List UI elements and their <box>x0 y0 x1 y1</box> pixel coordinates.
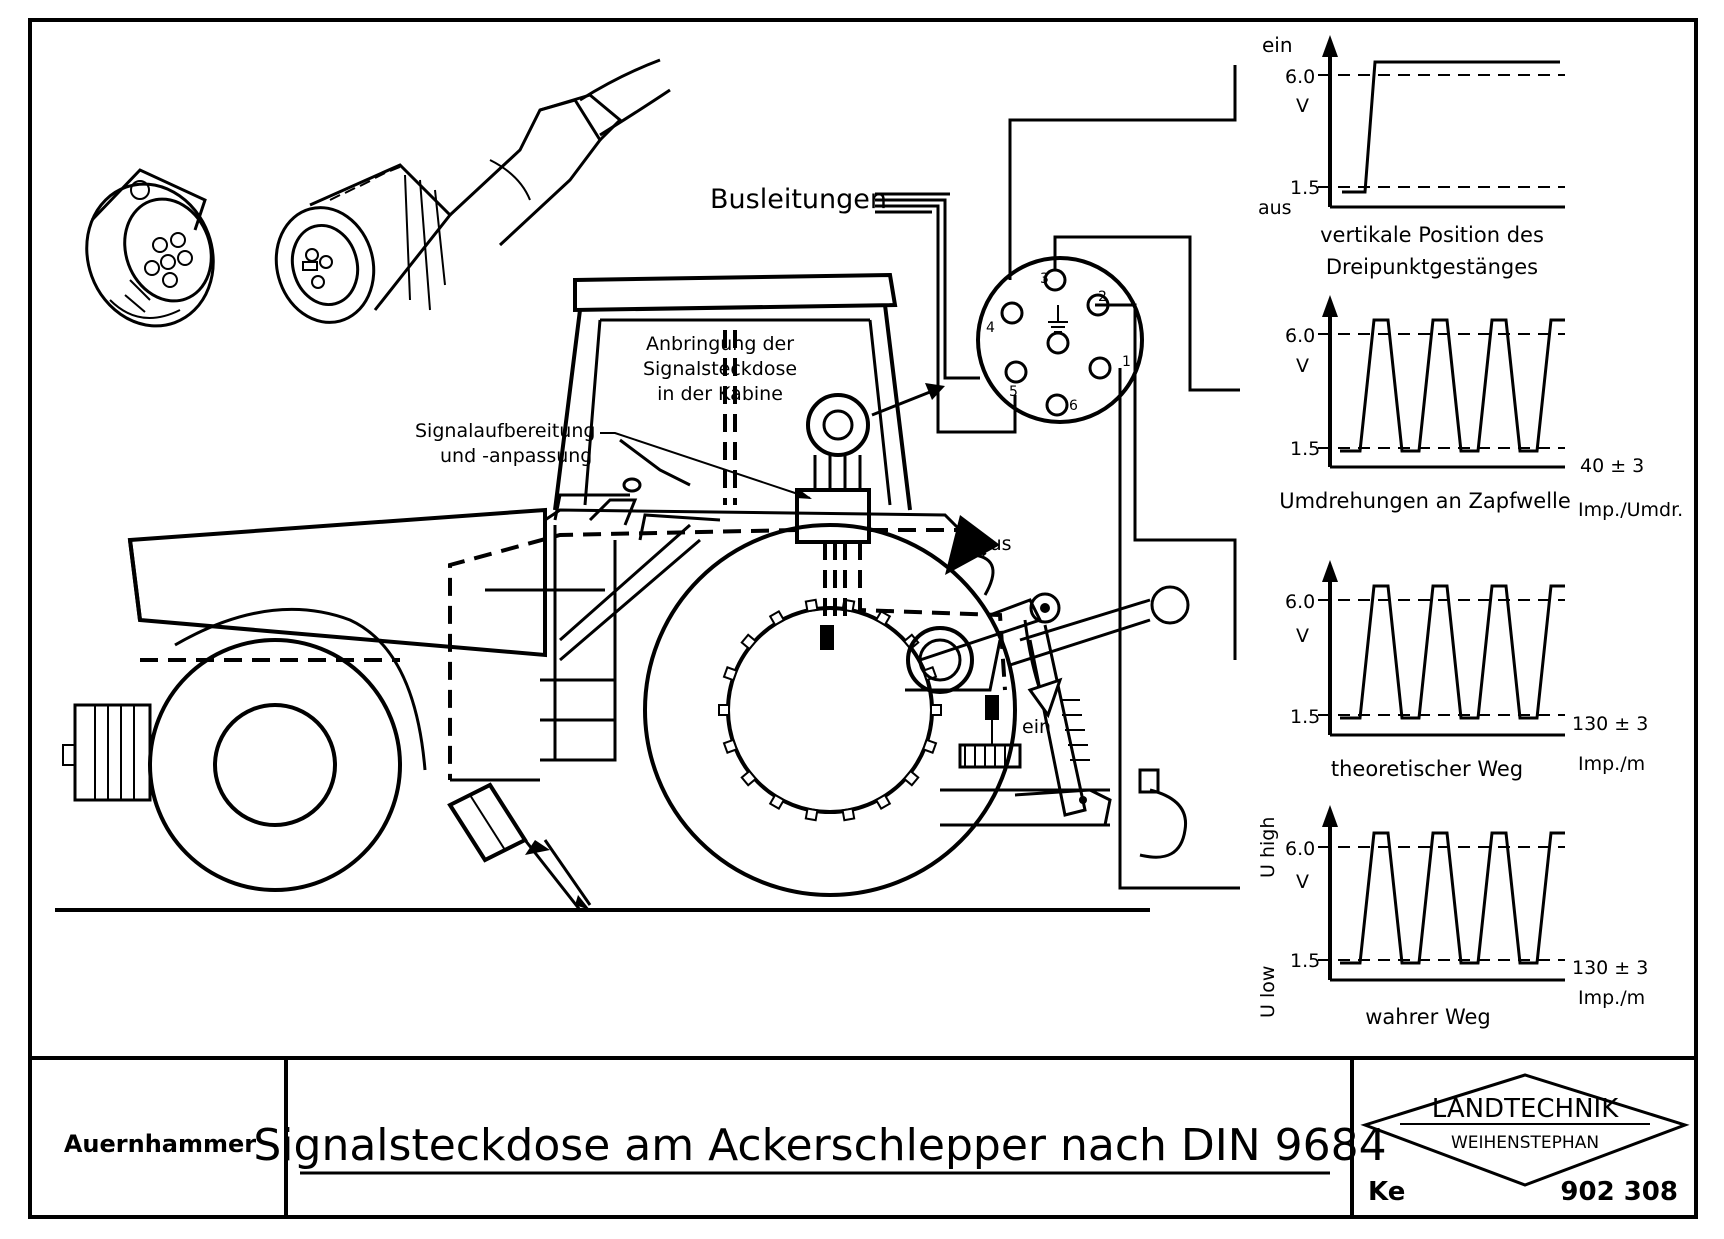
label-aus: aus <box>978 533 1012 555</box>
gear-tooth <box>722 666 739 682</box>
chart-true-u-low: U low <box>1257 966 1279 1018</box>
gear-tooth <box>902 769 920 787</box>
socket-pin-labels: 1 2 3 4 5 6 <box>986 271 1131 414</box>
label-mount-line-3: in der Kabine <box>657 383 783 405</box>
gear-tooth <box>930 704 942 716</box>
sheet-border <box>28 18 1698 1219</box>
logo-top-text: LANDTECHNIK <box>1432 1094 1619 1124</box>
chart-axis-arrow <box>1322 560 1338 582</box>
chart-true-high: 6.0 <box>1285 838 1315 860</box>
signal-wires <box>875 65 1240 890</box>
chart-hitch-bottom-label: aus <box>1258 197 1292 219</box>
chart-hitch-unit: V <box>1296 95 1309 117</box>
chart-theoretical-value: 130 ± 3 <box>1572 713 1648 735</box>
label-busleitungen: Busleitungen <box>710 184 887 215</box>
chart-pto-unit: V <box>1296 355 1309 377</box>
chart-hitch-top-label: ein <box>1262 33 1293 57</box>
chart-true-u-high: U high <box>1257 817 1279 878</box>
chart-signal-trace <box>1342 60 1560 194</box>
gear-tooth <box>740 633 758 651</box>
socket-pin-2: 2 <box>1098 289 1107 305</box>
chart-pto-low: 1.5 <box>1290 438 1320 460</box>
chart-axis-arrow <box>1322 295 1338 317</box>
chart-hitch-high: 6.0 <box>1285 66 1315 88</box>
chart-pto-high: 6.0 <box>1285 325 1315 347</box>
drawing-title: Signalsteckdose am Ackerschlepper nach D… <box>253 1120 1386 1171</box>
plug-illustration <box>274 58 671 324</box>
gear-tooth <box>722 738 739 754</box>
gear-tooth <box>718 704 730 716</box>
signal-charts <box>1318 35 1565 982</box>
chart-hitch-caption-2: Dreipunktgestänges <box>1326 255 1538 279</box>
gear-tooth <box>768 610 786 627</box>
chart-theoretical-unit: V <box>1296 625 1309 647</box>
sensor-gear <box>718 598 942 822</box>
landtechnik-logo: LANDTECHNIK WEIHENSTEPHAN <box>1360 1073 1690 1187</box>
socket-pin-6: 6 <box>1069 398 1078 414</box>
logo-bottom-text: WEIHENSTEPHAN <box>1451 1133 1599 1153</box>
chart-pto-caption: Umdrehungen an Zapfwelle <box>1279 489 1571 513</box>
chart-true-value: 130 ± 3 <box>1572 957 1648 979</box>
gear-tooth <box>921 738 938 754</box>
label-signal-processing-1: Signalaufbereitung <box>415 420 595 442</box>
label-mount-line-2: Signalsteckdose <box>643 358 797 380</box>
drawing-code: Ke <box>1368 1177 1405 1207</box>
chart-signal-trace <box>1340 831 1565 965</box>
chart-true-value-unit: Imp./m <box>1578 987 1645 1009</box>
drawing-number: 902 308 <box>1560 1177 1678 1207</box>
chart-pto-value: 40 ± 3 <box>1580 455 1644 477</box>
chart-signal-trace <box>1340 318 1565 453</box>
chart-true-caption: wahrer Weg <box>1365 1005 1491 1029</box>
chart-true-unit: V <box>1296 871 1309 893</box>
chart-hitch-low: 1.5 <box>1290 177 1320 199</box>
socket-face <box>976 256 1144 424</box>
gear-tooth <box>841 807 856 822</box>
label-signal-processing-2: und -anpassung <box>440 445 592 467</box>
gear-tooth <box>804 807 819 822</box>
chart-theoretical-caption: theoretischer Weg <box>1331 757 1523 781</box>
author-name: Auernhammer <box>64 1130 256 1158</box>
label-ein: ein <box>1022 716 1051 738</box>
chart-axis-arrow <box>1322 805 1338 827</box>
gear-tooth <box>804 598 819 613</box>
chart-true-low: 1.5 <box>1290 950 1320 972</box>
socket-pin-4: 4 <box>986 320 995 336</box>
chart-theoretical-value-unit: Imp./m <box>1578 753 1645 775</box>
chart-pto-value-unit: Imp./Umdr. <box>1578 499 1683 521</box>
chart-hitch-caption-1: vertikale Position des <box>1320 223 1544 247</box>
label-mount-line-1: Anbringung der <box>646 333 794 355</box>
gear-tooth <box>740 769 758 787</box>
gear-tooth <box>874 793 892 810</box>
socket-pin-3: 3 <box>1040 271 1049 287</box>
gear-tooth <box>768 793 786 810</box>
chart-theoretical-low: 1.5 <box>1290 706 1320 728</box>
gear-tooth <box>874 610 892 627</box>
chart-theoretical-high: 6.0 <box>1285 591 1315 613</box>
socket-pin-1: 1 <box>1122 354 1131 370</box>
chart-signal-trace <box>1340 584 1565 720</box>
socket-illustration <box>85 168 215 328</box>
chart-axis-arrow <box>1322 35 1338 57</box>
socket-pin-5: 5 <box>1009 384 1018 400</box>
tractor-illustration <box>55 272 1190 912</box>
